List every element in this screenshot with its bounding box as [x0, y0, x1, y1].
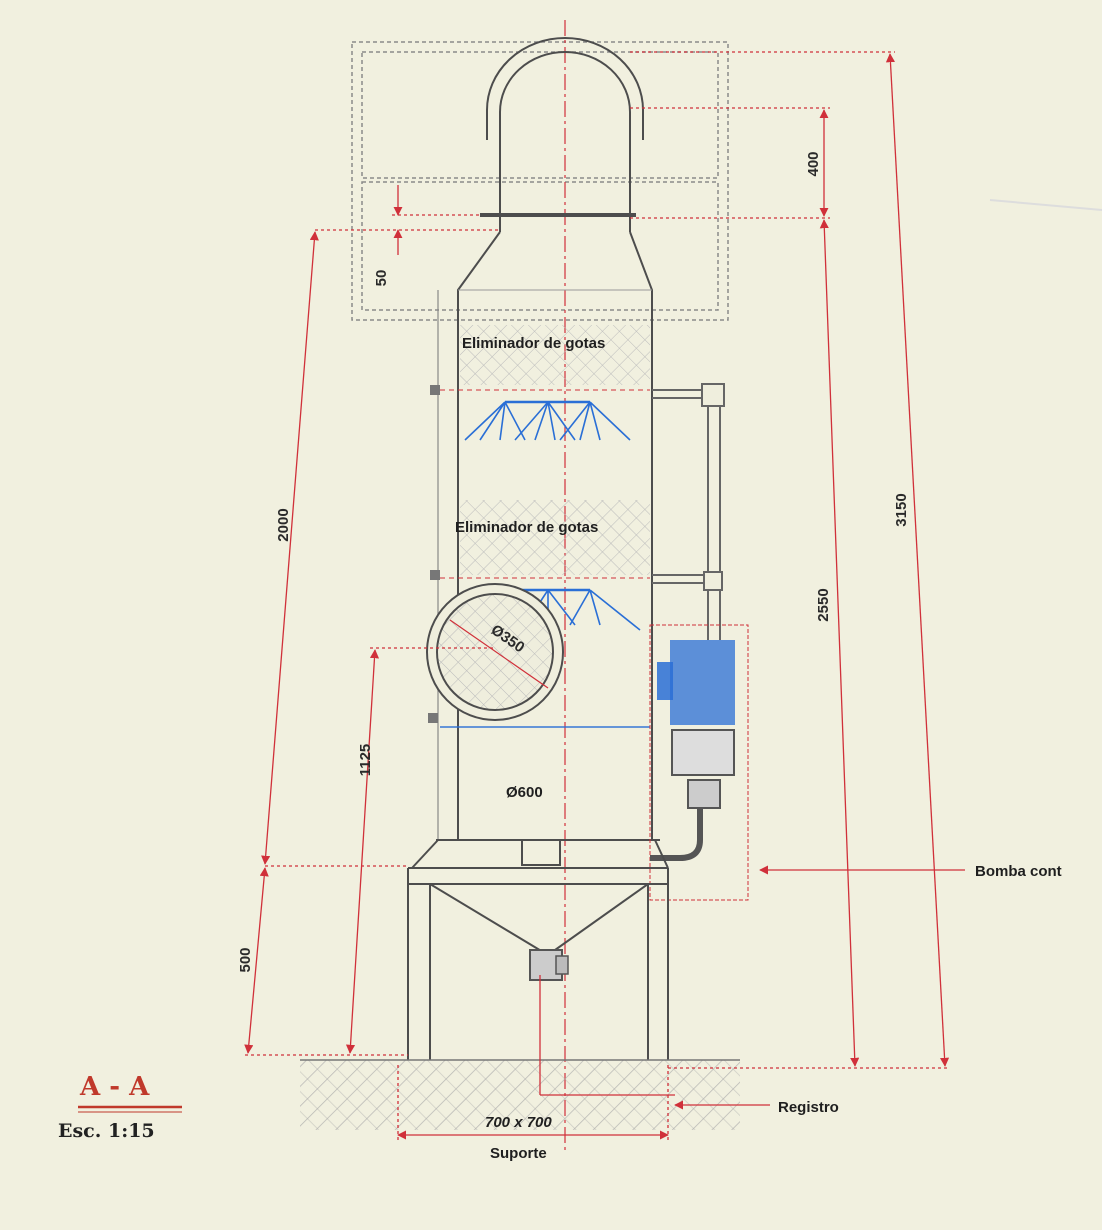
pump-motor — [670, 640, 735, 725]
label-pump: Bomba cont — [975, 863, 1062, 880]
recirculation-pipe — [652, 383, 725, 640]
label-mist-eliminator-top: Eliminador de gotas — [462, 335, 605, 352]
pump-assembly — [649, 624, 749, 901]
mist-eliminator-mid-mesh — [460, 500, 650, 575]
section-scale: Esc. 1:15 — [58, 1120, 155, 1142]
dimension-lines — [244, 51, 965, 1140]
duct-frame — [351, 41, 729, 321]
drain-valve — [529, 949, 569, 981]
spray-nozzles-upper — [464, 400, 631, 441]
dim-2550: 2550 — [815, 588, 832, 621]
page-shadow-line — [989, 199, 1102, 211]
dim-400: 400 — [805, 151, 822, 176]
dim-500: 500 — [237, 947, 254, 972]
side-nozzles — [428, 385, 440, 723]
dim-2000: 2000 — [275, 508, 292, 541]
label-base-name: Suporte — [490, 1145, 547, 1162]
dim-1125: 1125 — [357, 744, 374, 777]
label-base-size: 700 x 700 — [485, 1114, 552, 1131]
manhole — [426, 583, 564, 721]
label-mist-eliminator-mid: Eliminador de gotas — [455, 519, 598, 536]
dim-50: 50 — [373, 270, 390, 287]
pump-body — [671, 729, 735, 776]
label-body-diameter: Ø600 — [506, 784, 543, 801]
label-registro: Registro — [778, 1099, 839, 1116]
section-title: A - A — [79, 1072, 150, 1102]
outlet-gooseneck — [480, 37, 644, 232]
pump-terminal-box — [657, 662, 673, 700]
pump-boundary — [649, 624, 749, 901]
mist-eliminator-top-mesh — [460, 325, 650, 385]
dim-3150: 3150 — [893, 493, 910, 526]
pump-valve — [687, 779, 721, 809]
pump-suction-pipe — [650, 808, 703, 861]
